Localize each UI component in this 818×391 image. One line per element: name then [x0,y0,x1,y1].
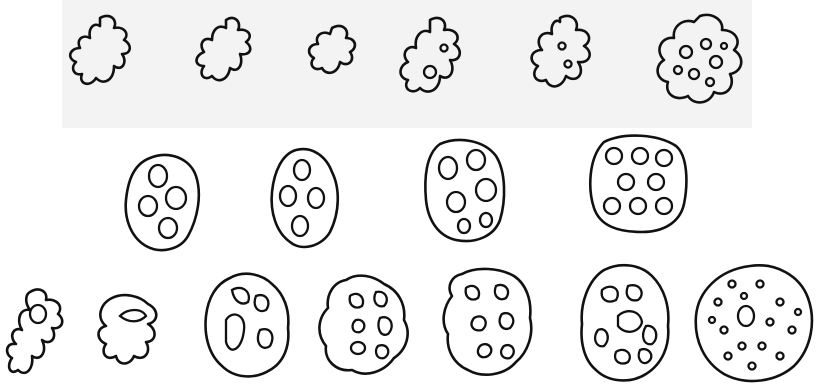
shape-bottom-1 [7,290,62,373]
shape-top-2 [197,18,251,80]
shape-middle-3 [425,140,504,241]
shape-middle-4 [590,136,686,232]
shape-bottom-5 [444,269,532,375]
shape-bottom-3 [206,274,289,377]
shape-bottom-7 [696,265,812,381]
shape-bottom-4 [319,276,407,374]
shape-bottom-2 [99,295,157,363]
shape-middle-2 [272,149,338,247]
shape-middle-1 [126,155,199,250]
row-middle [126,136,687,250]
shape-bottom-6 [582,265,669,380]
shape-top-1 [70,16,130,84]
shape-top-5 [532,16,590,86]
row-bottom [7,265,812,381]
shape-top-4 [401,18,460,92]
shape-top-6 [658,15,742,102]
row-top [70,15,741,102]
shape-top-3 [309,26,355,73]
